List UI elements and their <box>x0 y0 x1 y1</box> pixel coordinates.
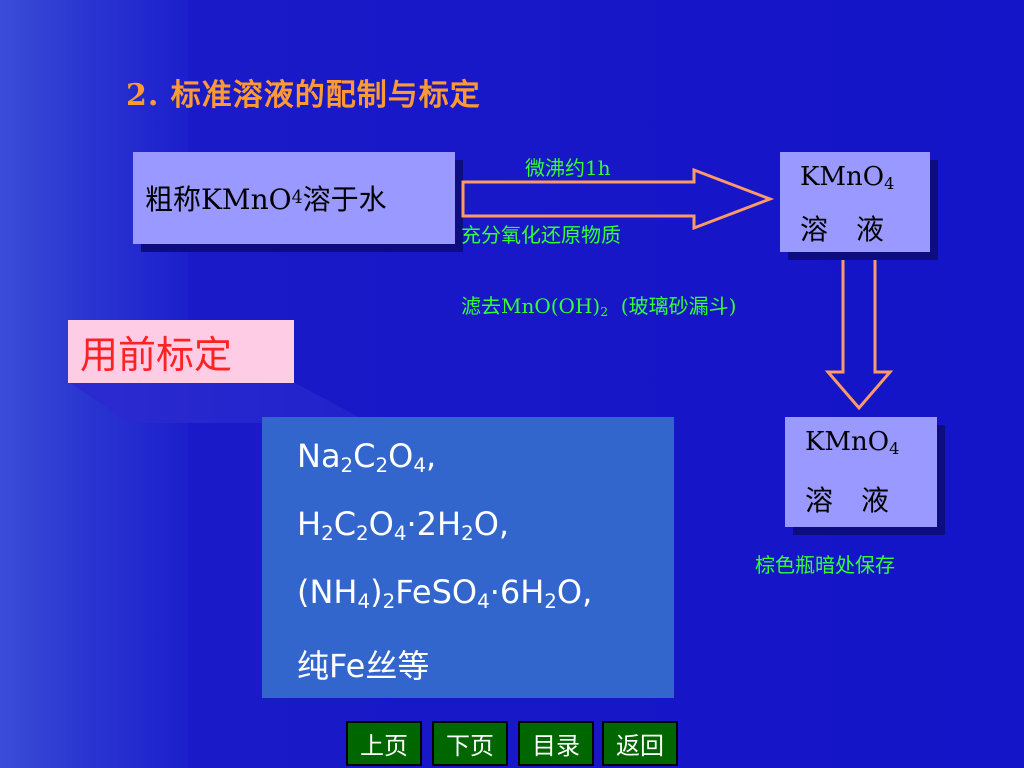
subscript-7: 2 <box>461 521 474 545</box>
usage-tag: 用前标定 <box>68 320 294 383</box>
prev-page-button[interactable]: 上页 <box>346 721 422 766</box>
standard-line-2: H2C2O4·2H2O, <box>297 505 509 545</box>
formula-text-4: FeSO <box>395 573 478 611</box>
formula-text-8: O, <box>556 573 593 611</box>
dissolve-text-pre: 粗称KMnO <box>145 183 292 216</box>
subscript-7: 2 <box>544 589 557 613</box>
subscript-1: 2 <box>321 521 334 545</box>
solution-box-2: KMnO4 溶 液 <box>785 417 937 527</box>
primary-standards-box: Na2C2O4, H2C2O4·2H2O, (NH4)2FeSO4·6H2O, … <box>262 417 674 698</box>
back-button[interactable]: 返回 <box>602 721 678 766</box>
next-page-button[interactable]: 下页 <box>432 721 508 766</box>
dissolve-text-sub: 4 <box>291 188 303 208</box>
dissolve-text-post: 溶于水 <box>302 183 387 216</box>
formula-text-0: (NH <box>297 573 358 611</box>
solution-1-formula: KMnO4 <box>800 162 895 194</box>
solution-2-label: 溶 液 <box>805 484 890 517</box>
formula-text-6: ·2H <box>406 505 462 543</box>
subscript-1: 4 <box>357 589 371 613</box>
formula-text-2: C <box>353 437 376 475</box>
formula-text-0: H <box>297 505 322 543</box>
subscript-5: 4 <box>393 521 407 545</box>
formula-text-6: ·6H <box>489 573 545 611</box>
subscript-3: 2 <box>356 521 369 545</box>
formula-text-0: 纯Fe丝等 <box>297 647 430 685</box>
formula-text-4: O <box>368 505 394 543</box>
subscript-5: 4 <box>413 453 426 477</box>
subscript-3: 2 <box>382 589 396 613</box>
solution-1-label: 溶 液 <box>800 213 885 246</box>
toc-button[interactable]: 目录 <box>518 721 594 766</box>
formula-text-2: ) <box>370 573 383 611</box>
solution-box-1: KMnO4 溶 液 <box>780 152 930 252</box>
standard-line-3: (NH4)2FeSO4·6H2O, <box>297 573 592 613</box>
formula-text-4: O <box>388 437 414 475</box>
formula-text-8: O, <box>473 505 510 543</box>
standard-line-1: Na2C2O4, <box>297 437 436 477</box>
storage-note: 棕色瓶暗处保存 <box>755 553 895 577</box>
subscript-5: 4 <box>477 589 490 613</box>
formula-text-0: Na <box>297 437 341 475</box>
solution-2-formula: KMnO4 <box>805 427 900 459</box>
subscript-3: 2 <box>375 453 389 477</box>
subscript-1: 2 <box>340 453 354 477</box>
standard-line-4: 纯Fe丝等 <box>297 641 429 687</box>
arrow-top-label: 微沸约1h <box>525 156 611 180</box>
formula-text-2: C <box>333 505 357 543</box>
arrow-bottom-label: 充分氧化还原物质 <box>461 223 621 247</box>
slide-title: 2. 标准溶液的配制与标定 <box>126 78 481 113</box>
formula-text-6: , <box>425 437 437 475</box>
filter-label: 滤去MnO(OH)2 (玻璃砂漏斗) <box>461 294 737 320</box>
